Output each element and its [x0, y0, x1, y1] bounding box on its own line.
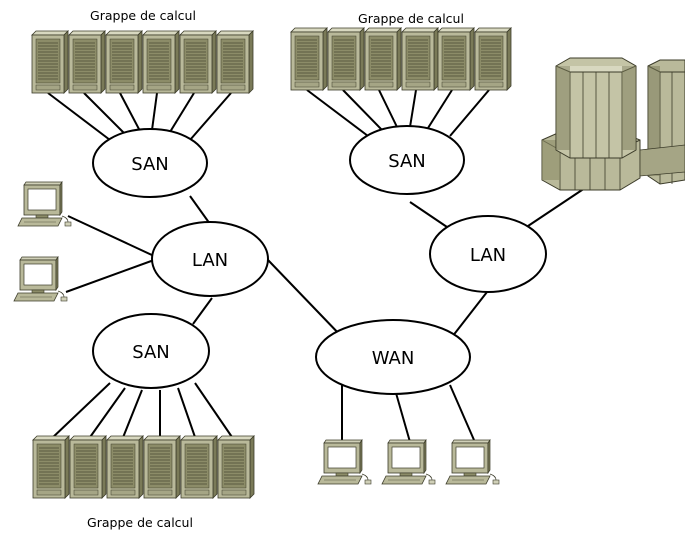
supercomputer-icon [541, 57, 685, 191]
server-cluster-bottom [32, 435, 255, 499]
san-label: SAN [131, 154, 169, 175]
san-node-bottom [92, 313, 210, 389]
server-tower-icon [401, 27, 439, 91]
desktop-computer-icon [317, 439, 372, 485]
cluster-label-bottom: Grappe de calcul [87, 515, 193, 530]
desktop-computer-icon [381, 439, 436, 485]
connection-lines [47, 89, 589, 443]
lan-label: LAN [470, 245, 506, 266]
server-tower-icon [180, 435, 218, 499]
server-tower-icon [105, 30, 143, 94]
server-tower-icon [474, 27, 512, 91]
server-tower-icon [364, 27, 402, 91]
server-cluster-top-left [31, 30, 254, 94]
lan-label: LAN [192, 250, 228, 271]
san-node-top-left [92, 128, 208, 198]
server-tower-icon [69, 435, 107, 499]
server-tower-icon [32, 435, 70, 499]
cluster-label-top-left: Grappe de calcul [90, 8, 196, 23]
san-label: SAN [132, 342, 170, 363]
lan-node-right [429, 215, 547, 293]
desktop-computer-icon [17, 181, 72, 227]
lan-node-left [151, 221, 269, 297]
server-tower-icon [437, 27, 475, 91]
desktop-computer-icon [445, 439, 500, 485]
server-cluster-top-right [290, 27, 512, 91]
server-tower-icon [106, 435, 144, 499]
san-node-top-right [349, 125, 465, 195]
server-tower-icon [290, 27, 328, 91]
wan-label: WAN [372, 348, 415, 369]
wan-node [315, 319, 471, 395]
server-tower-icon [31, 30, 69, 94]
desktop-computer-icon [13, 256, 68, 302]
server-tower-icon [217, 435, 255, 499]
server-tower-icon [68, 30, 106, 94]
server-tower-icon [179, 30, 217, 94]
san-label: SAN [388, 151, 426, 172]
server-tower-icon [142, 30, 180, 94]
server-tower-icon [216, 30, 254, 94]
server-tower-icon [327, 27, 365, 91]
server-tower-icon [143, 435, 181, 499]
cluster-label-top-right: Grappe de calcul [358, 11, 464, 26]
